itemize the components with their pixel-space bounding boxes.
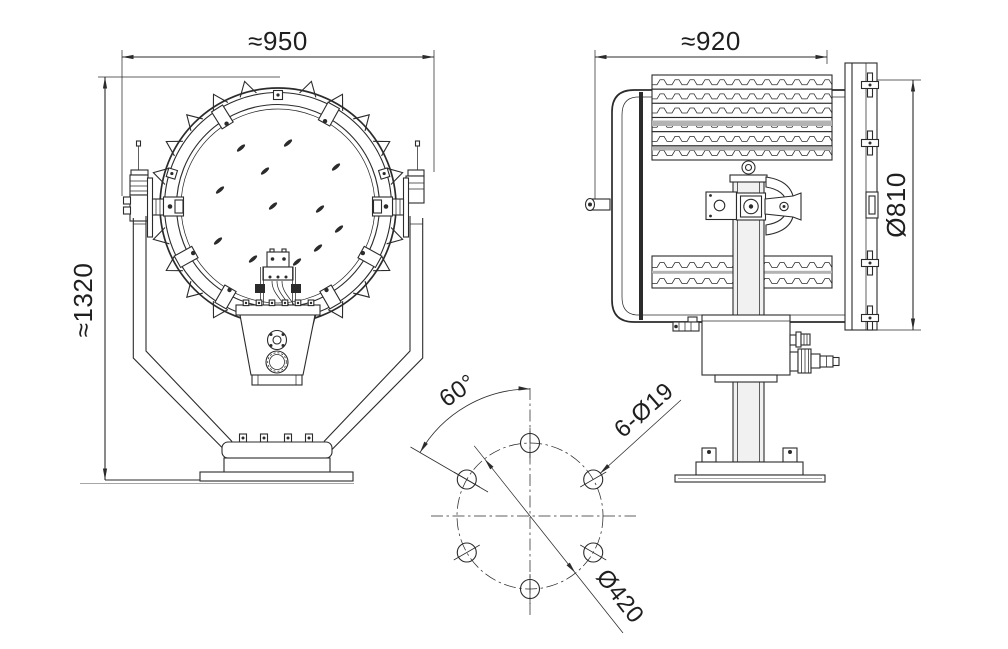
side-base — [674, 447, 826, 483]
cable-gland-small — [789, 331, 811, 348]
dim-label-hole-angle: 60° — [434, 369, 480, 413]
dim-front-height: ≈1320 — [68, 76, 280, 481]
drain-valve — [672, 316, 700, 332]
dimension-arrowheads — [102, 54, 916, 573]
bolt-hole — [456, 469, 477, 490]
drum-side — [584, 89, 845, 323]
bolt-hole — [583, 469, 604, 490]
dim-drum-diameter: Ø810 — [857, 79, 921, 331]
dim-side-width: ≈920 — [594, 26, 828, 200]
dim-label-bolt-circle-diameter: Ø420 — [591, 564, 650, 628]
front-bezel — [844, 62, 880, 331]
dim-label-front-height: ≈1320 — [68, 263, 98, 338]
bolt-hole — [583, 542, 604, 563]
front-view: ≈950 ≈1320 — [68, 26, 435, 485]
gearbox — [672, 314, 840, 383]
bezel-clamp-bolts — [860, 72, 880, 331]
dim-holes-callout: 6-Ø19 — [599, 377, 682, 474]
dim-label-drum-diameter: Ø810 — [881, 172, 911, 238]
support-column — [705, 160, 802, 463]
cable-gland-large — [789, 348, 840, 374]
dim-label-side-width: ≈920 — [681, 26, 741, 56]
yoke-and-base — [80, 216, 424, 485]
side-view: ≈920 — [584, 26, 921, 483]
dim-front-width: ≈950 — [121, 26, 435, 196]
bolt-circle-detail: 60° 6-Ø19 Ø420 — [410, 369, 682, 634]
dim-label-front-width: ≈950 — [248, 26, 308, 56]
right-trunnion — [371, 140, 425, 238]
junction-box — [235, 299, 321, 386]
dim-bolt-circle-diameter: Ø420 — [473, 445, 650, 634]
cooling-fins — [651, 74, 833, 289]
left-trunnion — [122, 140, 185, 238]
lens-reflection-marks — [213, 139, 344, 266]
rim-spikes-and-clips — [152, 80, 404, 332]
bolt-hole — [456, 542, 477, 563]
bolt-holes — [453, 428, 607, 604]
